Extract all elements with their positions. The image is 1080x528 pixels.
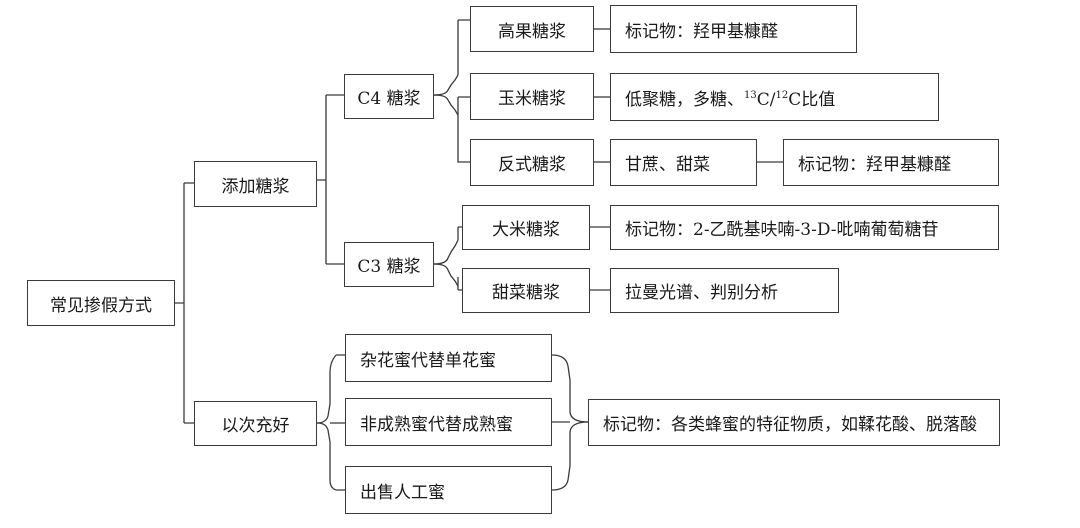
rice-syrup-label: 大米糖浆 — [492, 220, 560, 240]
substitute-item-3: 出售人工蜜 — [345, 466, 552, 514]
beet-syrup-node: 甜菜糖浆 — [462, 268, 590, 313]
beet-method-node: 拉曼光谱、判别分析 — [610, 268, 839, 313]
rice-syrup-node: 大米糖浆 — [462, 205, 590, 250]
invert-syrup-label: 反式糖浆 — [498, 155, 566, 175]
corn-syrup-node: 玉米糖浆 — [470, 73, 594, 120]
invert-marker-label: 标记物：羟甲基糠醛 — [798, 155, 951, 175]
c4-syrup-label: C4 糖浆 — [357, 89, 421, 109]
hfcs-marker-label: 标记物：羟甲基糠醛 — [625, 21, 778, 42]
substitute-item-2-label: 非成熟蜜代替成熟蜜 — [360, 414, 513, 435]
add-syrup-node: 添加糖浆 — [194, 161, 317, 207]
root-node: 常见掺假方式 — [27, 280, 175, 326]
rice-marker-label: 标记物：2-乙酰基呋喃-3-D-吡喃葡萄糖苷 — [625, 220, 939, 240]
c4-syrup-node: C4 糖浆 — [344, 74, 434, 119]
corn-detail-label: 低聚糖，多糖、13C/12C比值 — [625, 89, 836, 110]
root-label: 常见掺假方式 — [50, 295, 152, 316]
c3-syrup-node: C3 糖浆 — [344, 242, 434, 287]
substitute-item-1-label: 杂花蜜代替单花蜜 — [360, 350, 496, 371]
substitute-item-2: 非成熟蜜代替成熟蜜 — [345, 398, 552, 446]
hfcs-node: 高果糖浆 — [470, 6, 594, 52]
rice-marker-node: 标记物：2-乙酰基呋喃-3-D-吡喃葡萄糖苷 — [610, 205, 999, 250]
substitute-item-1: 杂花蜜代替单花蜜 — [345, 334, 552, 382]
substitute-marker-label: 标记物：各类蜂蜜的特征物质，如鞣花酸、脱落酸 — [603, 415, 977, 435]
substitute-marker-node: 标记物：各类蜂蜜的特征物质，如鞣花酸、脱落酸 — [588, 399, 1000, 446]
corn-syrup-label: 玉米糖浆 — [498, 89, 566, 109]
hfcs-label: 高果糖浆 — [498, 21, 566, 42]
invert-marker-node: 标记物：羟甲基糠醛 — [783, 139, 999, 186]
beet-syrup-label: 甜菜糖浆 — [492, 283, 560, 303]
substitute-node: 以次充好 — [194, 401, 317, 446]
invert-source-node: 甘蔗、甜菜 — [610, 139, 757, 186]
invert-source-label: 甘蔗、甜菜 — [625, 155, 710, 175]
substitute-label: 以次充好 — [221, 416, 290, 436]
beet-method-label: 拉曼光谱、判别分析 — [625, 283, 778, 303]
invert-syrup-node: 反式糖浆 — [470, 139, 594, 186]
substitute-item-3-label: 出售人工蜜 — [360, 482, 445, 503]
c3-syrup-label: C3 糖浆 — [357, 257, 421, 277]
corn-detail-node: 低聚糖，多糖、13C/12C比值 — [610, 73, 939, 121]
add-syrup-label: 添加糖浆 — [221, 176, 290, 197]
hfcs-marker-node: 标记物：羟甲基糠醛 — [610, 5, 857, 53]
